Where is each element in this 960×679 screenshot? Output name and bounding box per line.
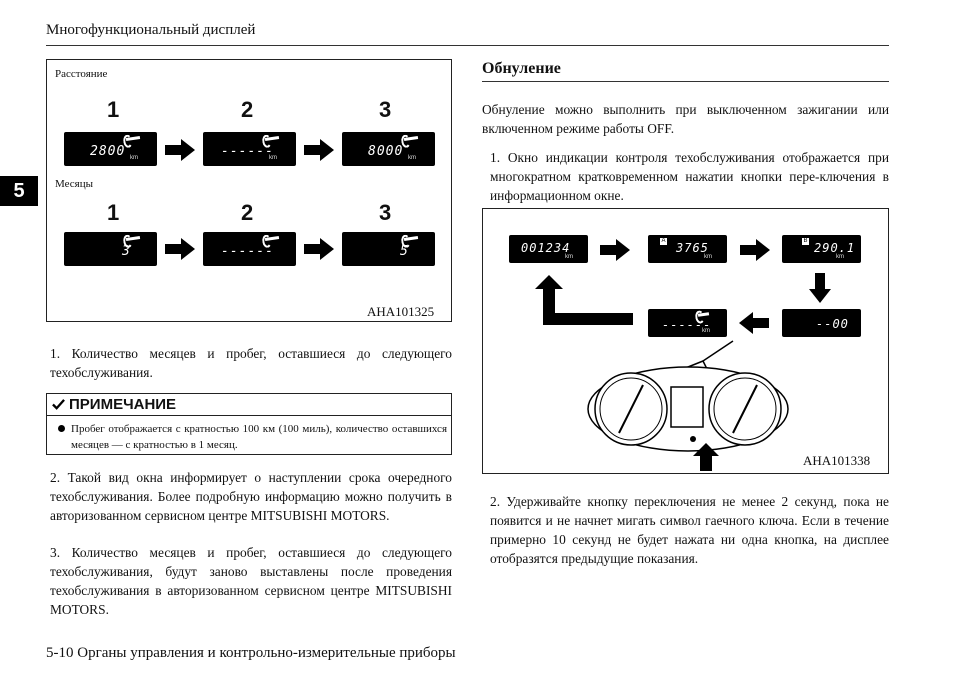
right-figure: 001234 km A 3765 km B 290.1 km ------ km… <box>482 208 889 474</box>
lcd-unit: km <box>130 155 138 161</box>
label-months: Месяцы <box>55 178 94 190</box>
lcd-value: ------ <box>221 244 274 259</box>
lcd-display: ------ km <box>203 132 296 166</box>
lcd-unit: km <box>704 254 712 260</box>
lcd-value: 5 <box>400 244 409 259</box>
lcd-display: 5 <box>342 232 435 266</box>
figure-code: AHA101338 <box>803 453 871 468</box>
arrow-right-icon <box>740 239 770 266</box>
header-rule <box>46 45 889 46</box>
step-number: 2 <box>241 97 254 122</box>
lcd-value: 001234 <box>521 241 571 255</box>
step-number: 1 <box>107 200 120 225</box>
reset-item-2: 2. Удерживайте кнопку переключения не ме… <box>490 494 889 566</box>
arrow-right-icon <box>304 139 334 166</box>
note-text: Пробег отображается с кратностью 100 км … <box>71 423 447 451</box>
lcd-value: 8000 <box>368 144 404 159</box>
bullet-icon <box>58 425 65 432</box>
lcd-display: 8000 km <box>342 132 435 166</box>
list-item-3: 3. Количество месяцев и пробег, оставшие… <box>50 545 452 617</box>
lcd-display: A 3765 km <box>648 235 727 263</box>
lcd-display: 001234 km <box>509 235 588 263</box>
wrench-icon <box>125 136 141 141</box>
arrow-down-icon <box>809 273 831 308</box>
arrow-right-icon <box>600 239 630 266</box>
step-number: 3 <box>379 200 392 225</box>
lcd-value: ------ <box>662 318 712 332</box>
lcd-unit: km <box>408 155 416 161</box>
lcd-unit: km <box>702 328 710 334</box>
lcd-value: 2800 <box>90 144 126 159</box>
wrench-icon <box>403 236 419 241</box>
note-box: ПРИМЕЧАНИЕ Пробег отображается с кратнос… <box>46 393 452 455</box>
figure-code: AHA101325 <box>367 304 435 319</box>
lcd-display: B 290.1 km <box>782 235 861 263</box>
wrench-icon <box>403 136 419 141</box>
lcd-value: 3 <box>122 244 131 259</box>
wrench-icon <box>264 136 280 141</box>
lcd-unit: km <box>269 155 277 161</box>
section-rule <box>482 81 889 82</box>
return-arrow-icon <box>535 275 635 332</box>
left-figure: Расстояние 1 2 3 2800 km ------ km 8000 … <box>46 59 452 322</box>
step-number: 2 <box>241 200 254 225</box>
arrow-right-icon <box>165 139 195 166</box>
instrument-cluster-illustration <box>583 329 793 474</box>
wrench-icon <box>264 236 280 241</box>
checkmark-icon <box>52 399 65 410</box>
list-item-2: 2. Такой вид окна информирует о наступле… <box>50 470 452 523</box>
lcd-unit: km <box>565 254 573 260</box>
lcd-value: 3765 <box>676 241 709 255</box>
wrench-icon <box>697 312 710 317</box>
lcd-value: 290.1 <box>814 241 856 255</box>
lcd-value: --00 <box>816 317 849 331</box>
label-distance: Расстояние <box>55 68 108 80</box>
badge-a: A <box>660 238 667 245</box>
step-number: 3 <box>379 97 392 122</box>
lcd-display: 3 <box>64 232 157 266</box>
lcd-display: ------ <box>203 232 296 266</box>
note-header: ПРИМЕЧАНИЕ <box>47 394 451 416</box>
list-item-1: 1. Количество месяцев и пробег, оставшие… <box>50 346 452 380</box>
lcd-display: 2800 km <box>64 132 157 166</box>
lcd-display: --00 <box>782 309 861 337</box>
header-title: Многофункциональный дисплей <box>46 22 256 38</box>
intro-text: Обнуление можно выполнить при выключенно… <box>482 102 889 136</box>
arrow-right-icon <box>165 238 195 265</box>
step-number: 1 <box>107 97 120 122</box>
arrow-right-icon <box>304 238 334 265</box>
chapter-tab: 5 <box>0 176 38 206</box>
arrow-left-icon <box>739 312 769 339</box>
wrench-icon <box>125 236 141 241</box>
lcd-unit: km <box>836 254 844 260</box>
badge-b: B <box>802 238 809 245</box>
footer: 5-10 Органы управления и контрольно-изме… <box>46 645 456 661</box>
lcd-display: ------ km <box>648 309 727 337</box>
section-title: Обнуление <box>482 60 561 77</box>
reset-item-1: 1. Окно индикации контроля техобслуживан… <box>490 150 889 203</box>
lcd-value: ------ <box>221 144 274 159</box>
note-title: ПРИМЕЧАНИЕ <box>69 396 177 413</box>
arrow-up-icon <box>693 443 719 476</box>
